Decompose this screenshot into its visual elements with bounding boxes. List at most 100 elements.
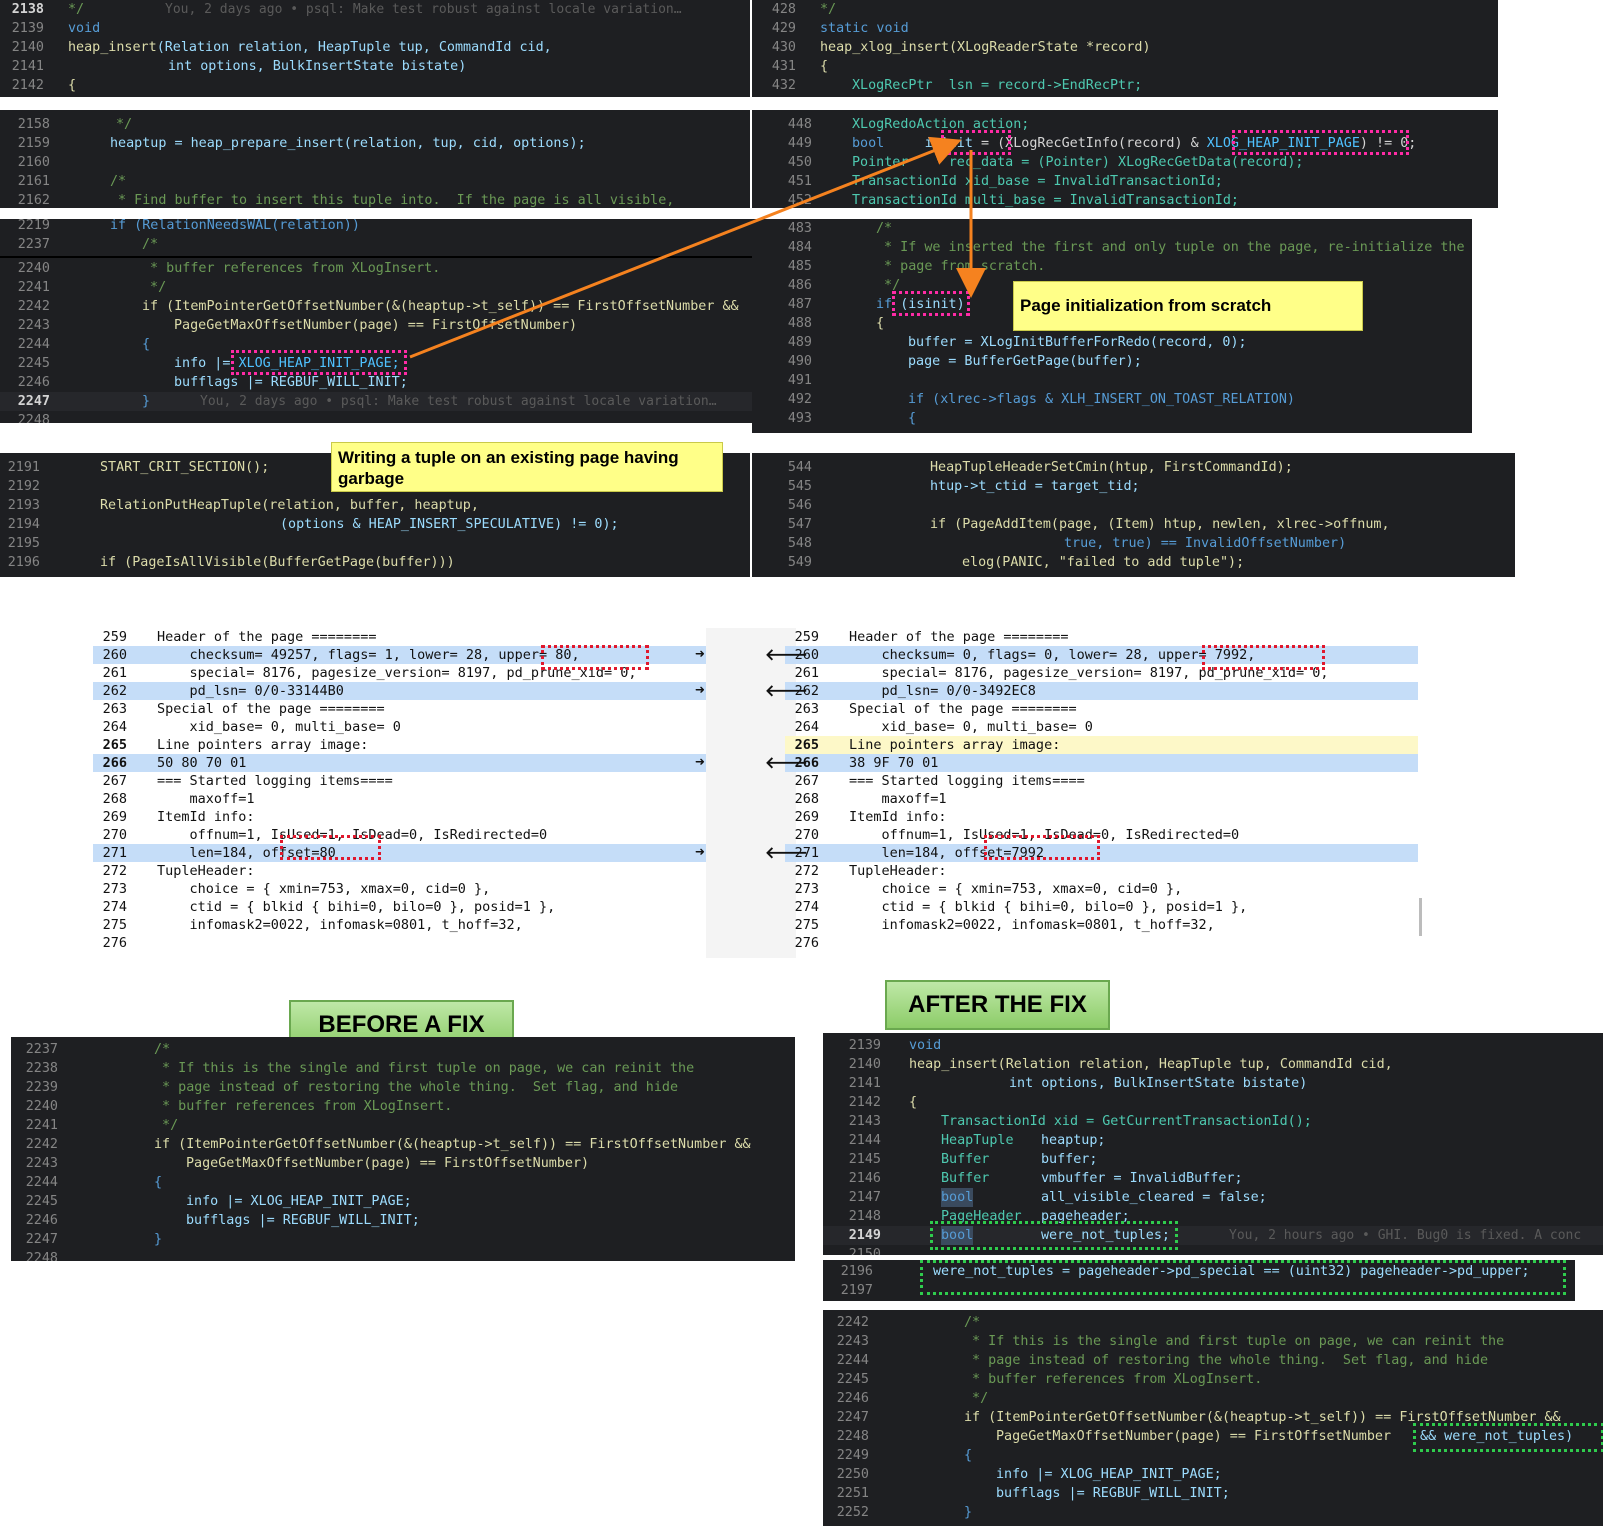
line-number: 2145	[848, 1152, 881, 1167]
line-number: 2219	[17, 219, 50, 233]
line-number: 2194	[7, 517, 40, 532]
code-line: void	[909, 1038, 942, 1053]
line-number: 548	[787, 536, 812, 551]
line-number: 260	[794, 647, 819, 663]
line-number: 489	[787, 335, 812, 350]
line-number: 431	[771, 59, 796, 74]
diff-right-text: xid_base= 0, multi_base= 0	[849, 719, 1093, 735]
line-number: 2138	[11, 2, 44, 17]
code-line: TransactionId multi_base = InvalidTransa…	[852, 193, 1239, 208]
diff-arrow-right-icon[interactable]: ➜	[695, 680, 705, 699]
line-number: 432	[771, 78, 796, 93]
code-line: were_not_tuples = pageheader->pd_special…	[933, 1264, 1530, 1279]
diff-arrow-left-icon[interactable]: 🡐	[765, 753, 808, 772]
diff-left-text: === Started logging items====	[157, 773, 393, 789]
code-token: bool	[941, 1226, 974, 1245]
diff-left-text: infomask2=0022, infomask=0801, t_hoff=32…	[157, 917, 523, 933]
code-line: HeapTupleHeaderSetCmin(htup, FirstComman…	[930, 460, 1293, 475]
code-line: */	[820, 2, 837, 17]
code-line: if (PageIsAllVisible(BufferGetPage(buffe…	[100, 555, 455, 570]
code-line: if (ItemPointerGetOffsetNumber(&(heaptup…	[142, 299, 739, 314]
diff-arrow-right-icon[interactable]: ➜	[695, 644, 705, 663]
diff-left-row: 267=== Started logging items====	[93, 772, 706, 790]
line-number: 2248	[836, 1429, 869, 1444]
code-line: RelationPutHeapTuple(relation, buffer, h…	[100, 498, 479, 513]
line-number: 2196	[840, 1264, 873, 1279]
diff-arrow-left-icon[interactable]: 🡐	[765, 681, 808, 700]
diff-gutter	[706, 628, 796, 958]
code-token: heaptup;	[1041, 1133, 1106, 1148]
diff-arrow-left-icon[interactable]: 🡐	[765, 843, 808, 862]
line-number: 274	[794, 899, 819, 915]
line-number: 2160	[17, 155, 50, 170]
code-line: if (PageAddItem(page, (Item) htup, newle…	[930, 517, 1390, 532]
diff-left-text: offnum=1, IsUsed=1, IsDead=0, IsRedirect…	[157, 827, 548, 843]
line-number: 544	[787, 460, 812, 475]
code-line: heaptup = heap_prepare_insert(relation, …	[110, 136, 586, 151]
code-line: info |= XLOG_HEAP_INIT_PAGE;	[996, 1467, 1222, 1482]
code-line: {	[154, 1175, 163, 1190]
after-fix-code-assignment: 2196 were_not_tuples = pageheader->pd_spe…	[823, 1260, 1575, 1301]
diff-right-row: 262 pd_lsn= 0/0-3492EC8	[785, 682, 1418, 700]
diff-right-text: === Started logging items====	[849, 773, 1085, 789]
line-number: 491	[787, 373, 812, 388]
line-number: 490	[787, 354, 812, 369]
annotation-arrows	[409, 136, 986, 359]
line-number: 271	[794, 845, 819, 861]
isinit-highlight	[892, 291, 970, 316]
diff-left-text: Line pointers array image:	[157, 737, 369, 753]
isinit-token: (isinit)	[900, 297, 965, 312]
code-line: static void	[820, 21, 909, 36]
line-number: 451	[787, 174, 812, 189]
line-number: 272	[102, 863, 127, 879]
diff-arrow-right-icon[interactable]: ➜	[695, 842, 705, 861]
diff-right-row: 264 xid_base= 0, multi_base= 0	[785, 718, 1418, 736]
line-number: 2150	[848, 1247, 881, 1255]
code-line: * If this is the single and first tuple …	[154, 1061, 695, 1076]
code-line: * page instead of restoring the whole th…	[964, 1353, 1489, 1368]
line-number: 2244	[17, 337, 50, 352]
code-line: * page instead of restoring the whole th…	[154, 1080, 679, 1095]
code-line: (Relation relation, HeapTuple tup, Comma…	[156, 40, 552, 55]
line-number: 2242	[17, 299, 50, 314]
diff-left-text: xid_base= 0, multi_base= 0	[157, 719, 401, 735]
line-number: 2246	[25, 1213, 58, 1228]
line-number: 2139	[848, 1038, 881, 1053]
diff-arrow-right-icon[interactable]: ➜	[695, 752, 705, 771]
diff-left-text: maxoff=1	[157, 791, 255, 807]
line-number: 2197	[840, 1283, 873, 1298]
line-number: 2242	[25, 1137, 58, 1152]
line-number: 2148	[848, 1209, 881, 1224]
code-line: {	[964, 1448, 973, 1463]
line-number: 486	[787, 278, 812, 293]
line-number: 2149	[848, 1228, 881, 1243]
line-number: 276	[102, 935, 127, 951]
line-number: 276	[794, 935, 819, 951]
diff-left-text: choice = { xmin=753, xmax=0, cid=0 },	[157, 881, 491, 897]
line-number: 2243	[25, 1156, 58, 1171]
line-number: 2140	[11, 40, 44, 55]
offset-before-highlight	[280, 835, 381, 860]
diff-left-text: 50 80 70 01	[157, 755, 247, 771]
were-not-tuples-decl-highlight	[930, 1221, 1178, 1250]
writing-tuple-note: Writing a tuple on an existing page havi…	[331, 442, 723, 492]
line-number: 262	[794, 683, 819, 699]
diff-arrow-left-icon[interactable]: 🡐	[765, 645, 808, 664]
line-number: 483	[787, 221, 812, 236]
code-line: page = BufferGetPage(buffer);	[908, 354, 1142, 369]
code-line: * If this is the single and first tuple …	[964, 1334, 1505, 1349]
line-number: 2245	[25, 1194, 58, 1209]
line-number: 2238	[25, 1061, 58, 1076]
diff-scrollbar[interactable]	[1419, 898, 1422, 936]
line-number: 2248	[25, 1251, 58, 1261]
xlog-heap-init-page-token: XLOG_HEAP_INIT_PAGE;	[238, 356, 400, 371]
line-number: 2191	[7, 460, 40, 475]
